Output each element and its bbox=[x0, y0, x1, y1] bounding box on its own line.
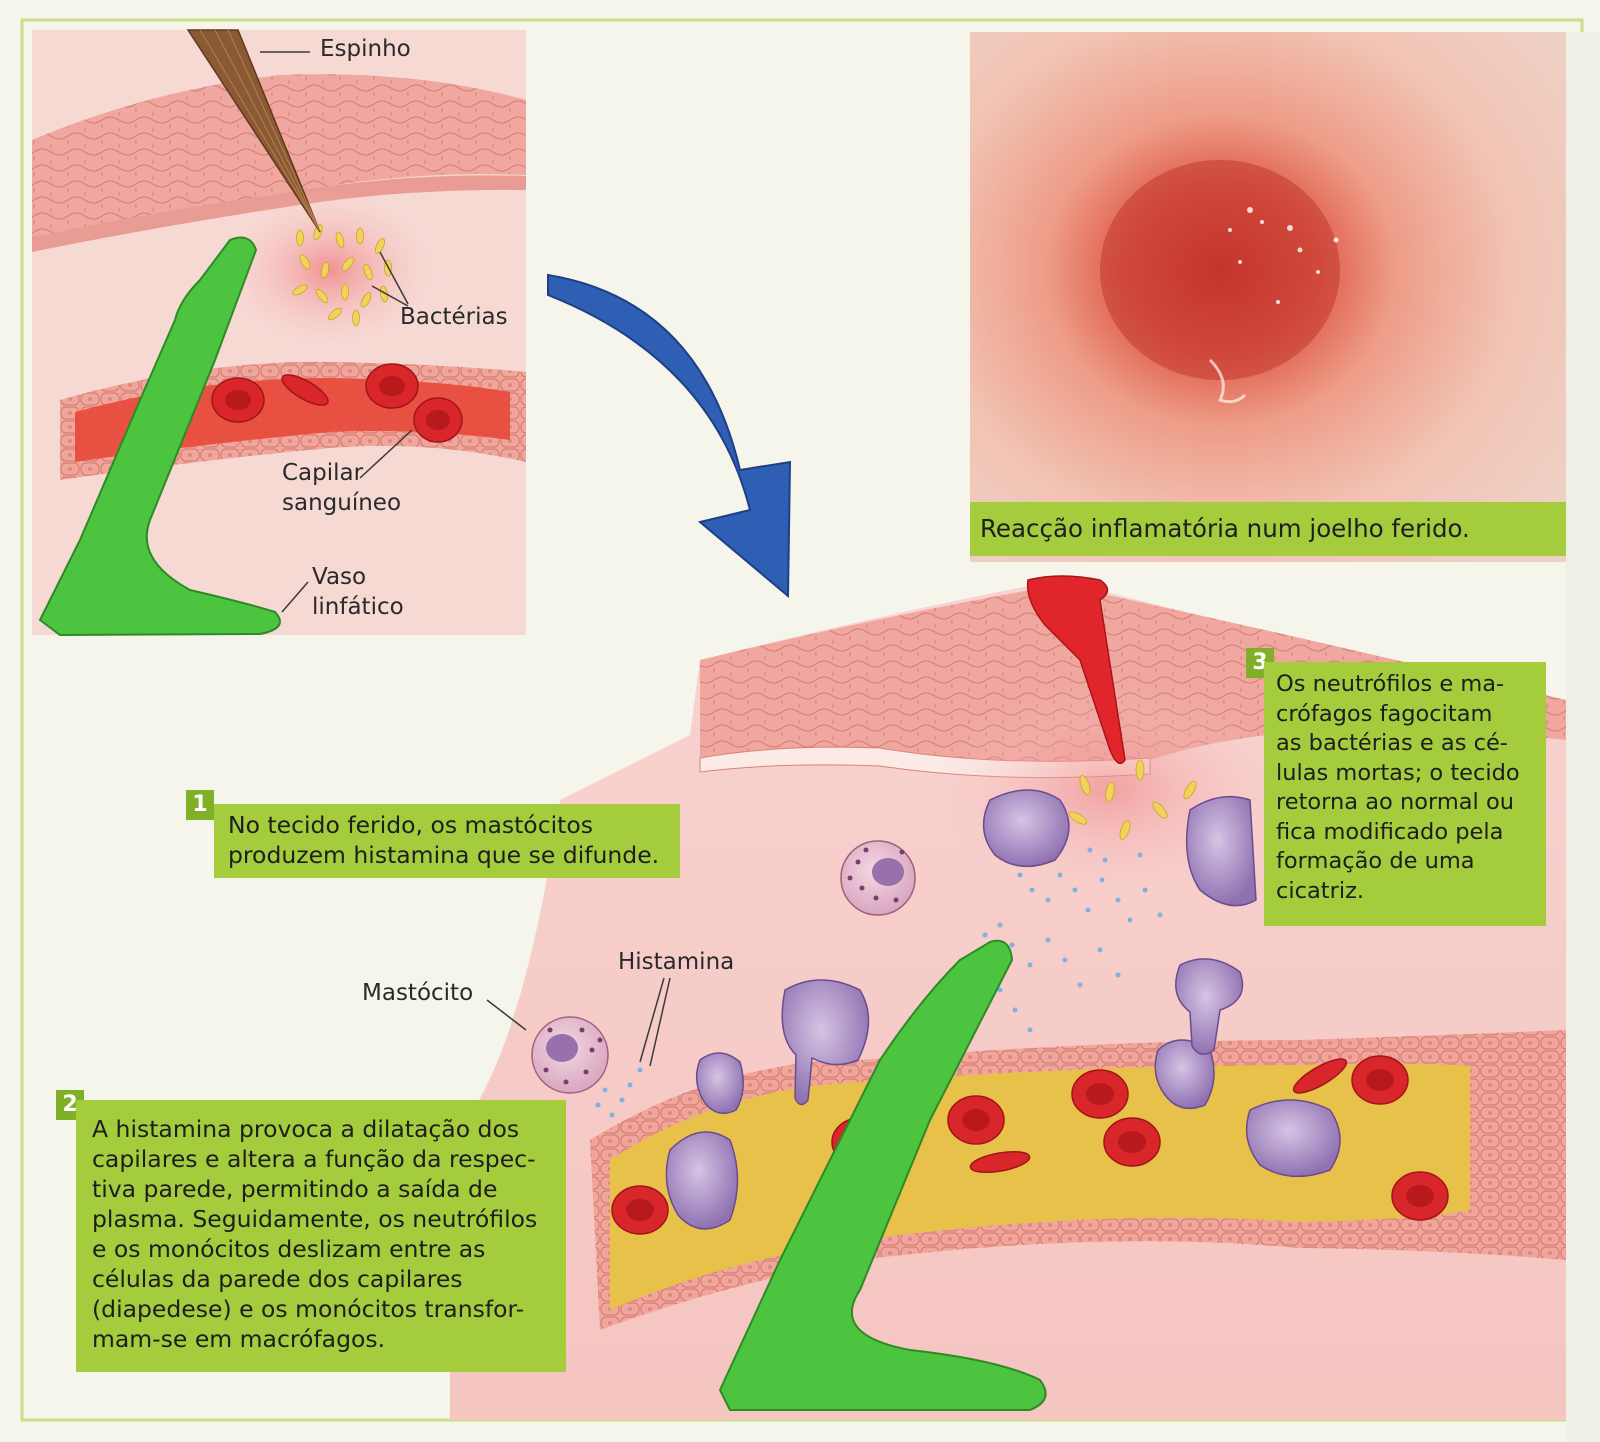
step-2-line: plasma. Seguidamente, os neutrófilos bbox=[92, 1205, 538, 1233]
step-1-box: No tecido ferido, os mastócitos produzem… bbox=[214, 804, 680, 878]
step-3-line: formação de uma bbox=[1276, 848, 1475, 874]
label-capilar-line2: sanguíneo bbox=[282, 490, 402, 516]
mast-cell-upper bbox=[840, 840, 916, 916]
thorn bbox=[186, 29, 321, 233]
label-mastocito: Mastócito bbox=[362, 980, 474, 1006]
emigrating-monocytes bbox=[695, 958, 1244, 1115]
step-3-line: cicatriz. bbox=[1276, 877, 1365, 904]
step-2-line: capilares e altera a função da respec- bbox=[92, 1145, 536, 1173]
step-2-line: tiva parede, permitindo a saída de bbox=[92, 1175, 498, 1203]
step-3-line: Os neutrófilos e ma- bbox=[1276, 671, 1505, 697]
wound-cut bbox=[1026, 575, 1126, 765]
step-2-line: células da parede dos capilares bbox=[92, 1265, 463, 1293]
knee-photo bbox=[970, 32, 1566, 562]
label-vaso-linfatico: Vaso linfático bbox=[312, 562, 404, 622]
step-2-line: (diapedese) e os monócitos transfor- bbox=[92, 1295, 525, 1323]
label-vaso-line1: Vaso bbox=[312, 564, 367, 590]
transition-arrow bbox=[547, 273, 792, 599]
step-1-line: produzem histamina que se difunde. bbox=[228, 841, 660, 869]
label-vaso-line2: linfático bbox=[312, 594, 404, 620]
step-3-line: retorna ao normal ou bbox=[1276, 789, 1514, 815]
photo-caption-text: Reacção inflamatória num joelho ferido. bbox=[980, 514, 1470, 543]
step-2-line: mam-se em macrófagos. bbox=[92, 1325, 386, 1353]
mast-cell-lower bbox=[531, 1016, 609, 1094]
label-capilar-line1: Capilar bbox=[282, 460, 364, 486]
lymph-vessel-top bbox=[38, 236, 281, 637]
step-2-line: A histamina provoca a dilatação dos bbox=[92, 1115, 520, 1143]
step-3-number: 3 bbox=[1246, 648, 1274, 678]
inset-initial-injury bbox=[32, 29, 526, 637]
step-1-number: 1 bbox=[186, 790, 214, 820]
label-histamina: Histamina bbox=[618, 949, 735, 975]
bacteria-cluster-top bbox=[292, 223, 392, 327]
step-3-box: Os neutrófilos e ma- crófagos fagocitam … bbox=[1264, 662, 1546, 926]
step-1-line: No tecido ferido, os mastócitos bbox=[228, 811, 593, 839]
photo-caption: Reacção inflamatória num joelho ferido. bbox=[970, 502, 1566, 556]
step-3-line: fica modificado pela bbox=[1276, 818, 1504, 845]
macrophages-near-wound bbox=[982, 789, 1257, 907]
step-2-box: A histamina provoca a dilatação dos capi… bbox=[76, 1100, 566, 1372]
label-espinho: Espinho bbox=[320, 36, 411, 62]
leader-lines bbox=[260, 51, 671, 1067]
label-capilar: Capilar sanguíneo bbox=[282, 458, 401, 518]
lymph-vessel-lower bbox=[718, 939, 1047, 1411]
step-2-line: e os monócitos deslizam entre as bbox=[92, 1235, 486, 1263]
step-3-line: as bactérias e as cé- bbox=[1276, 730, 1508, 756]
step-3-line: lulas mortas; o tecido bbox=[1276, 759, 1520, 786]
step-3-line: crófagos fagocitam bbox=[1276, 700, 1493, 727]
label-bacterias: Bactérias bbox=[400, 304, 508, 330]
